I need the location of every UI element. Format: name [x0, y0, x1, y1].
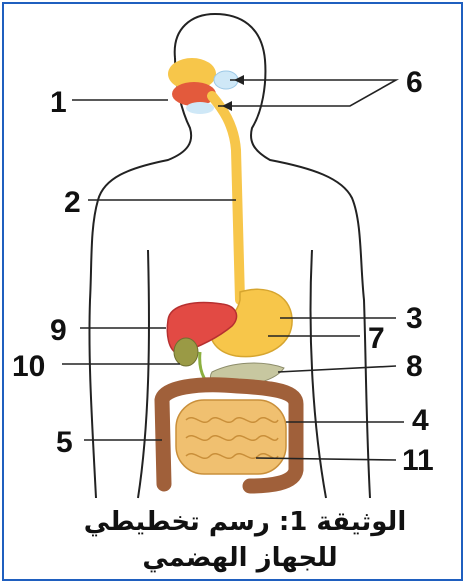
label-6: 6 [406, 66, 423, 99]
label-4: 4 [412, 404, 429, 437]
label-7: 7 [368, 322, 385, 355]
esophagus [212, 96, 240, 300]
label-11: 11 [402, 444, 434, 477]
label-5: 5 [56, 426, 73, 459]
label-8: 8 [406, 350, 423, 383]
small-intestine [176, 400, 286, 474]
label-1: 1 [50, 86, 67, 119]
label-9: 9 [50, 314, 67, 347]
caption-line-2: للجهاز الهضمي [142, 543, 337, 573]
mouth-cavity [168, 58, 216, 114]
gallbladder [174, 338, 198, 366]
label-3: 3 [406, 302, 423, 335]
label-10: 10 [12, 350, 45, 383]
label-2: 2 [64, 186, 81, 219]
caption-line-1: الوثيقة 1: رسم تخطيطي [84, 507, 406, 537]
